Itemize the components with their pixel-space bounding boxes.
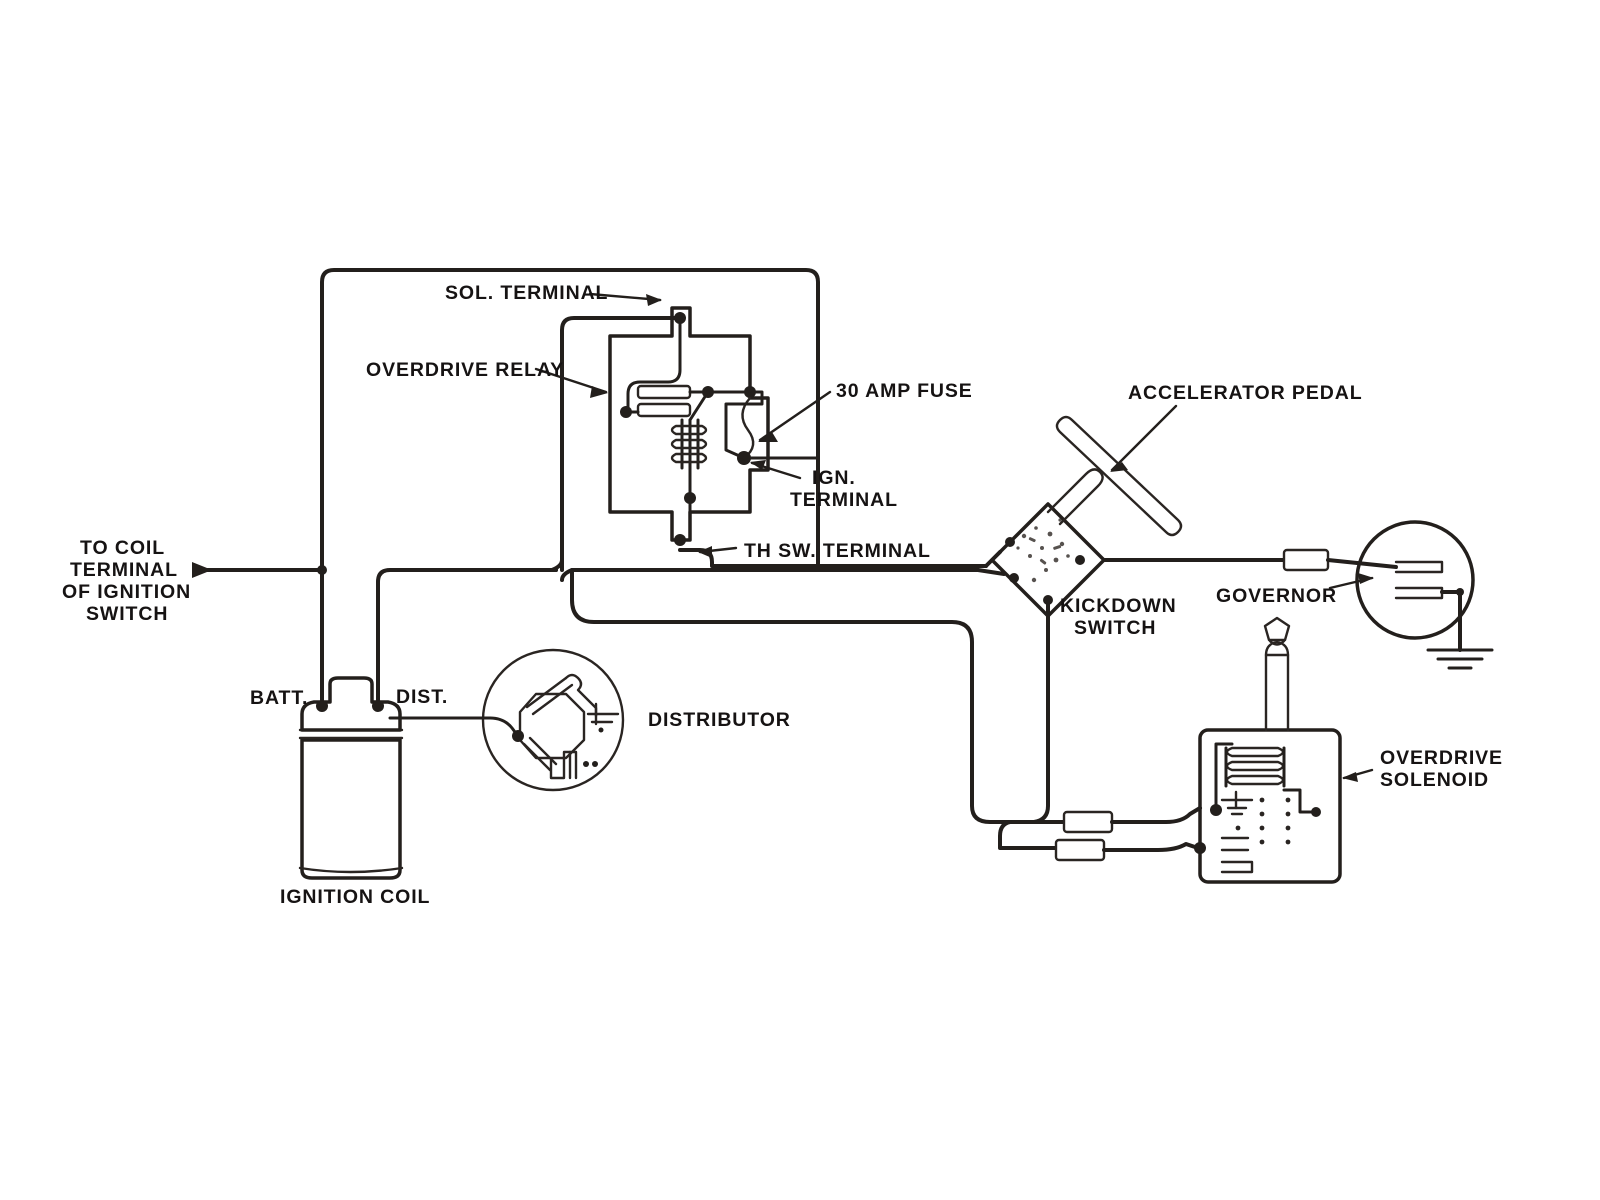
distributor[interactable]	[481, 648, 625, 792]
ground-symbol-governor	[1426, 648, 1494, 670]
to-coil-label-line2: TERMINAL	[70, 559, 178, 581]
overdrive-solenoid-label-line2: SOLENOID	[1380, 769, 1489, 791]
ign-terminal-label-line1: IGN.	[812, 467, 856, 489]
wire-solenoid-feeds	[998, 806, 1202, 862]
wire-governor-feed	[1102, 548, 1462, 652]
ign-terminal-label-line2: TERMINAL	[790, 489, 898, 511]
distributor-label: DISTRIBUTOR	[648, 709, 791, 731]
accelerator-pedal[interactable]	[1055, 415, 1183, 537]
accelerator-pedal-label: ACCELERATOR PEDAL	[1128, 382, 1363, 404]
ignition-coil[interactable]	[298, 676, 404, 880]
leader-lines	[534, 292, 1374, 782]
wire-lower-left-branch	[570, 568, 1012, 824]
sol-terminal-label: SOL. TERMINAL	[445, 282, 608, 304]
governor-label: GOVERNOR	[1216, 585, 1337, 607]
wire-kickdown-inputs	[976, 550, 1006, 576]
overdrive-solenoid-label-line1: OVERDRIVE	[1380, 747, 1503, 769]
overdrive-relay[interactable]	[608, 306, 820, 546]
relay-coil-winding	[670, 390, 710, 504]
overdrive-solenoid[interactable]	[1194, 616, 1342, 884]
wire-to-coil-terminal	[192, 562, 327, 578]
batt-terminal-label: BATT.	[250, 687, 308, 709]
solenoid-windings	[1224, 746, 1286, 788]
ignition-coil-label: IGNITION COIL	[280, 886, 430, 908]
wire-relay-left-feed	[560, 316, 682, 572]
to-coil-label-line4: SWITCH	[86, 603, 168, 625]
overdrive-relay-label: OVERDRIVE RELAY	[366, 359, 564, 381]
fuse-inline-solenoid-upper	[1062, 810, 1114, 834]
fuse-30-amp-label: 30 AMP FUSE	[836, 380, 973, 402]
to-coil-label-line3: OF IGNITION	[62, 581, 191, 603]
wire-main-top-loop	[320, 268, 820, 702]
th-sw-terminal-label: TH SW. TERMINAL	[744, 540, 931, 562]
wire-coil-to-distributor	[388, 716, 520, 738]
to-coil-label-line1: TO COIL	[80, 537, 165, 559]
wire-dist-branch	[376, 568, 558, 702]
governor[interactable]	[1355, 520, 1475, 640]
dist-terminal-label: DIST.	[396, 686, 448, 708]
fuse-inline-solenoid-lower	[1054, 838, 1106, 862]
kickdown-switch-label-line1: KICKDOWN	[1060, 595, 1177, 617]
wire-kickdown-to-solenoid	[1008, 598, 1050, 824]
kickdown-switch[interactable]	[990, 468, 1106, 618]
wire-main-horizontal-rail	[550, 558, 980, 582]
fuse-inline-governor	[1282, 548, 1330, 572]
kickdown-switch-label-line2: SWITCH	[1074, 617, 1156, 639]
